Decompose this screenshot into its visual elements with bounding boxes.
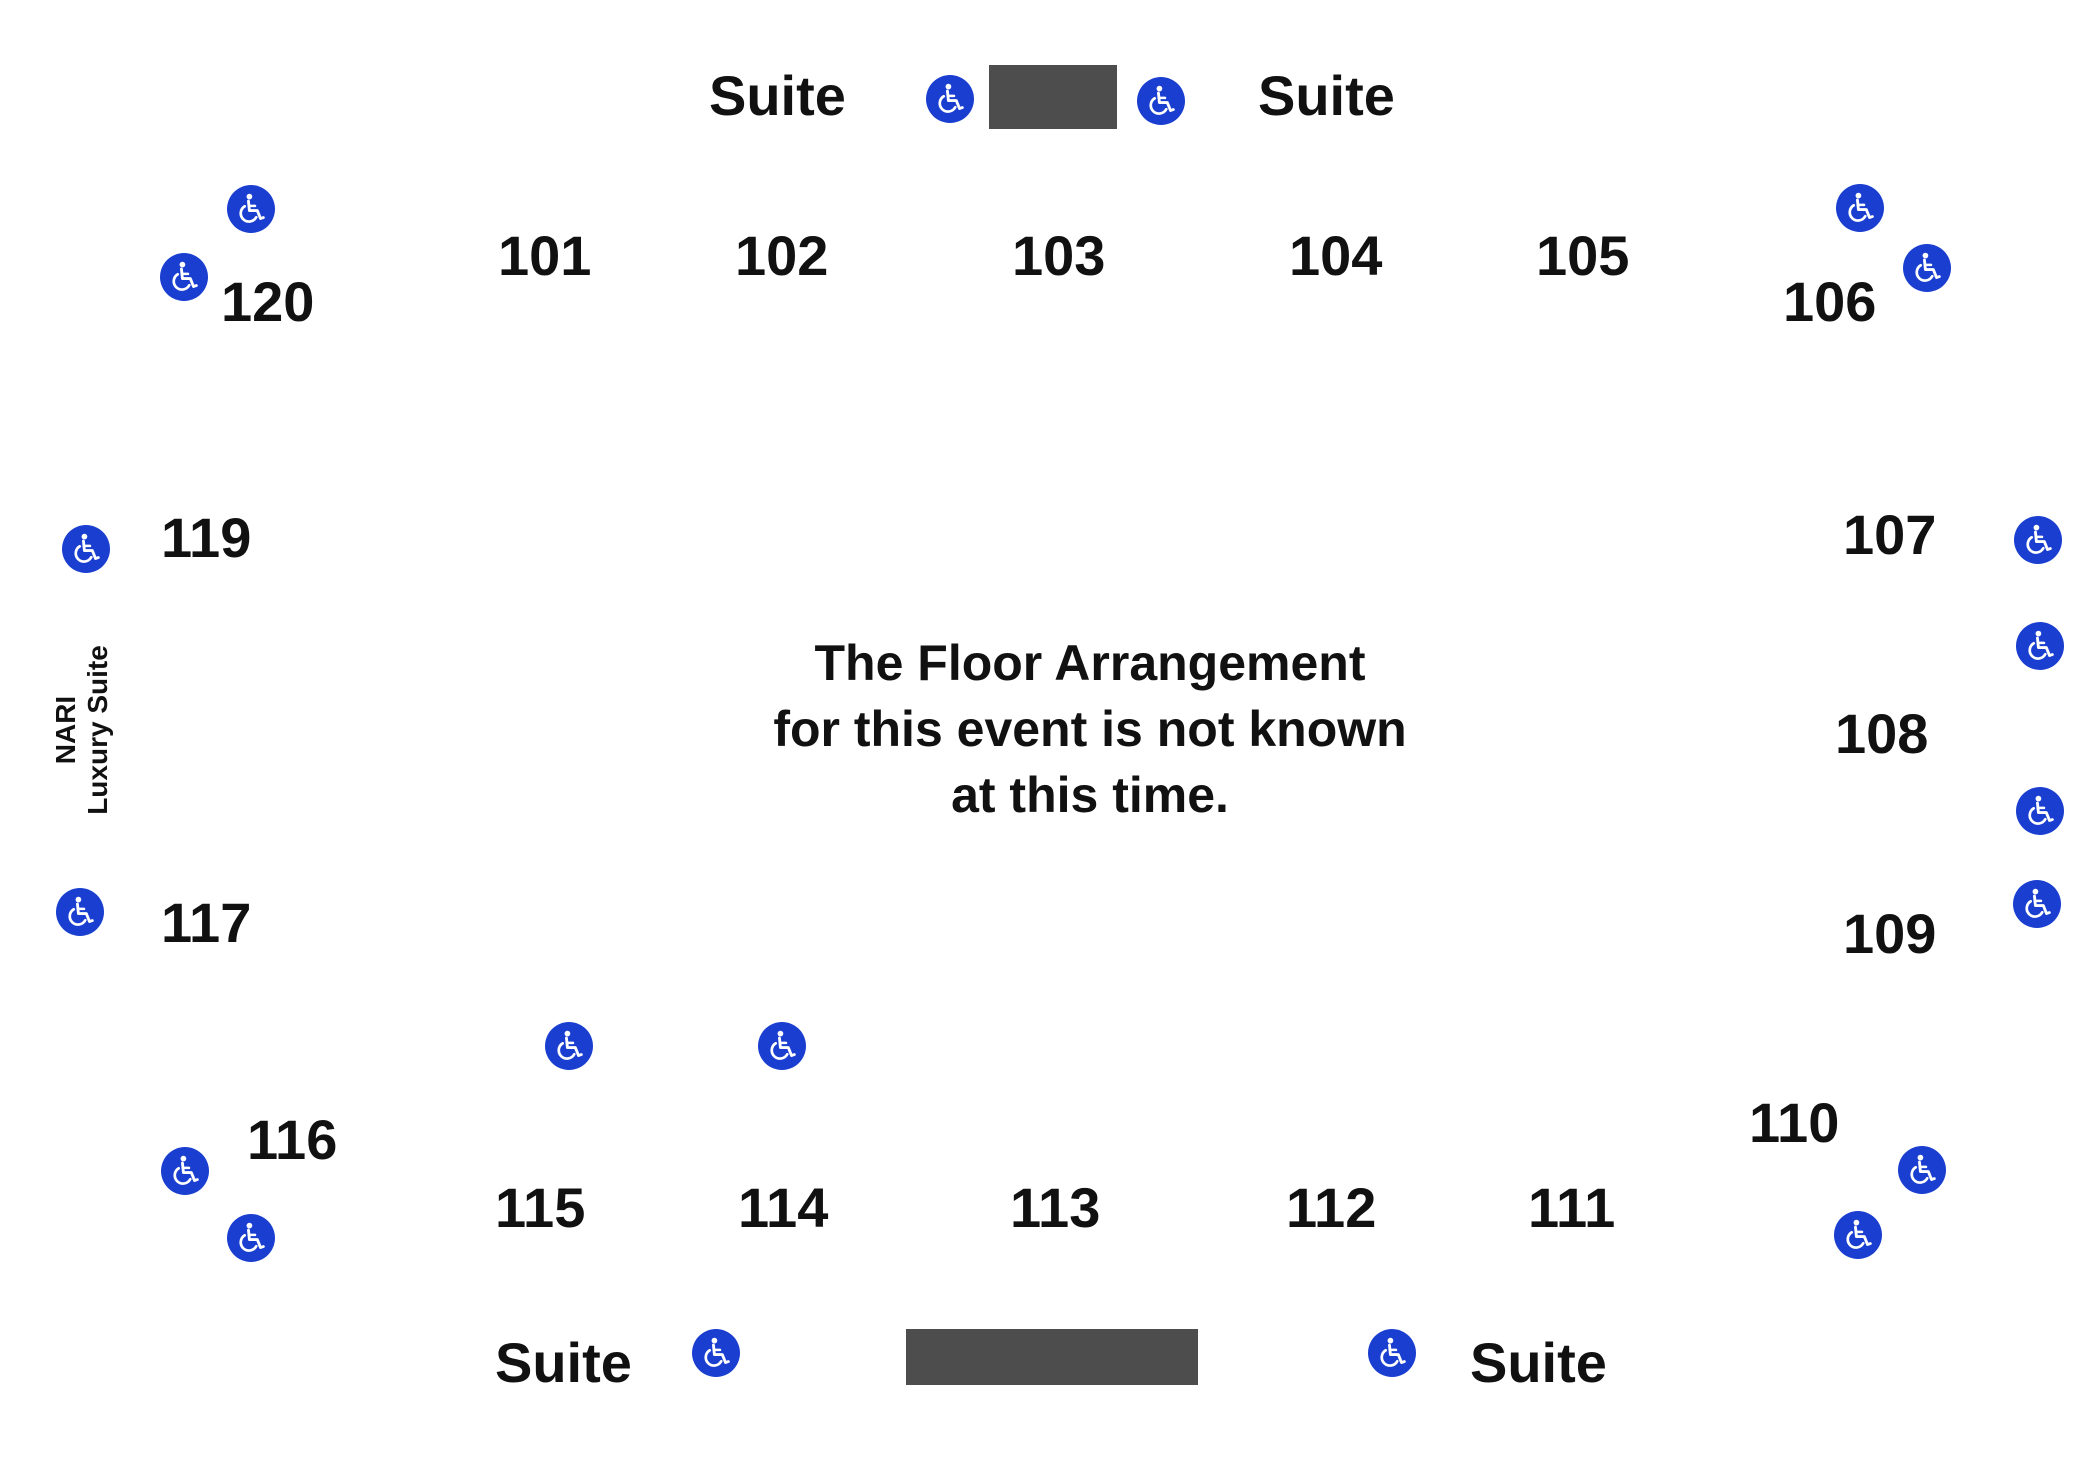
section-111[interactable]: 111 <box>1528 1176 1616 1239</box>
wheelchair-icon[interactable] <box>758 1022 806 1070</box>
wheelchair-icon[interactable] <box>2016 622 2064 670</box>
suite-label-bottom-left[interactable]: Suite <box>495 1331 632 1394</box>
wheelchair-icon[interactable] <box>227 185 275 233</box>
wheelchair-icon[interactable] <box>1834 1211 1882 1259</box>
top-entry-bar <box>989 65 1117 129</box>
section-112[interactable]: 112 <box>1286 1176 1377 1239</box>
bottom-entry-bar <box>906 1329 1198 1385</box>
section-102[interactable]: 102 <box>735 224 829 287</box>
section-105[interactable]: 105 <box>1536 224 1630 287</box>
wheelchair-icon[interactable] <box>1368 1329 1416 1377</box>
nari-label-line-2: Luxury Suite <box>82 645 113 815</box>
section-109[interactable]: 109 <box>1843 902 1937 965</box>
wheelchair-icon[interactable] <box>62 525 110 573</box>
wheelchair-icon[interactable] <box>692 1329 740 1377</box>
section-115[interactable]: 115 <box>495 1176 586 1239</box>
wheelchair-icon[interactable] <box>1903 244 1951 292</box>
wheelchair-icon[interactable] <box>1137 77 1185 125</box>
section-108[interactable]: 108 <box>1835 702 1929 765</box>
wheelchair-icon[interactable] <box>1898 1146 1946 1194</box>
section-110[interactable]: 110 <box>1749 1091 1840 1154</box>
nari-luxury-suite-label[interactable]: NARI Luxury Suite <box>50 620 150 840</box>
section-117[interactable]: 117 <box>161 891 252 954</box>
floor-arrangement-message: The Floor Arrangement for this event is … <box>690 630 1490 828</box>
section-101[interactable]: 101 <box>498 224 592 287</box>
wheelchair-icon[interactable] <box>1836 184 1884 232</box>
wheelchair-icon[interactable] <box>160 253 208 301</box>
wheelchair-icon[interactable] <box>545 1022 593 1070</box>
floor-message-line-2: for this event is not known <box>773 701 1407 757</box>
section-114[interactable]: 114 <box>738 1176 829 1239</box>
wheelchair-icon[interactable] <box>2014 516 2062 564</box>
section-103[interactable]: 103 <box>1012 224 1106 287</box>
nari-label-line-1: NARI <box>50 695 81 765</box>
wheelchair-icon[interactable] <box>227 1214 275 1262</box>
wheelchair-icon[interactable] <box>926 75 974 123</box>
section-116[interactable]: 116 <box>247 1108 338 1171</box>
section-104[interactable]: 104 <box>1289 224 1383 287</box>
wheelchair-icon[interactable] <box>161 1147 209 1195</box>
wheelchair-icon[interactable] <box>2013 880 2061 928</box>
wheelchair-icon[interactable] <box>56 888 104 936</box>
suite-label-bottom-right[interactable]: Suite <box>1470 1331 1607 1394</box>
section-120[interactable]: 120 <box>221 270 315 333</box>
floor-message-line-1: The Floor Arrangement <box>814 635 1366 691</box>
floor-message-line-3: at this time. <box>951 767 1229 823</box>
wheelchair-icon[interactable] <box>2016 787 2064 835</box>
section-119[interactable]: 119 <box>161 506 252 569</box>
section-107[interactable]: 107 <box>1843 503 1937 566</box>
suite-label-top-right[interactable]: Suite <box>1258 64 1395 127</box>
section-113[interactable]: 113 <box>1010 1176 1101 1239</box>
suite-label-top-left[interactable]: Suite <box>709 64 846 127</box>
section-106[interactable]: 106 <box>1783 270 1877 333</box>
